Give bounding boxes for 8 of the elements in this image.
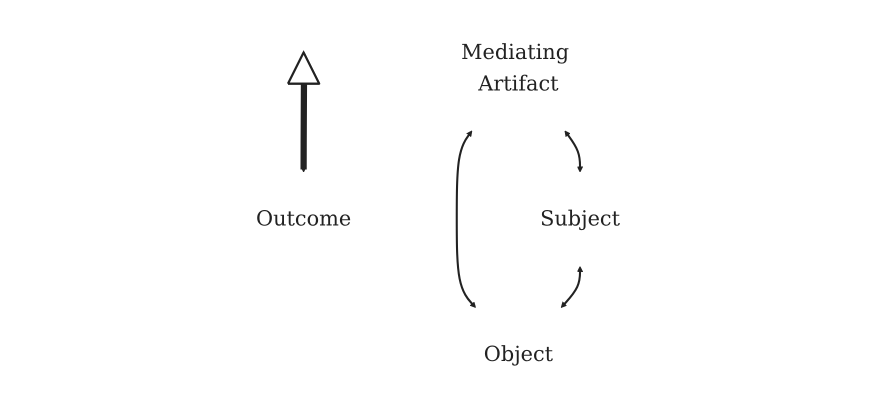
arrow: [560, 266, 584, 308]
arrow: [456, 130, 476, 308]
arrow: [300, 84, 308, 173]
node-text: Object: [484, 342, 554, 367]
node-text: Mediating Artifact: [461, 40, 570, 96]
node-text: Outcome: [256, 206, 352, 232]
node-text: Subject: [540, 206, 620, 232]
arrow: [564, 130, 584, 173]
